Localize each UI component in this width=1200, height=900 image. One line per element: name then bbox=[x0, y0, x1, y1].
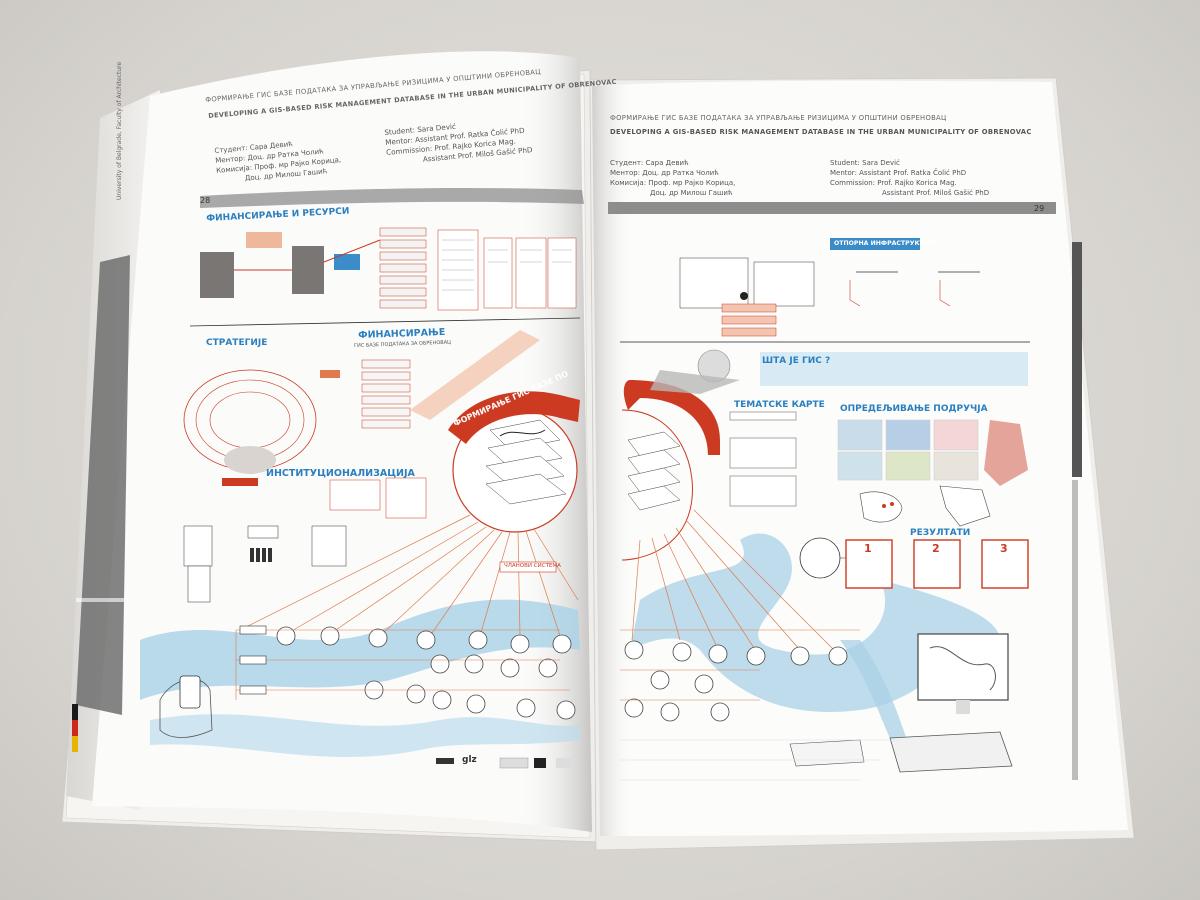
right-page-number: 29 bbox=[1034, 204, 1045, 213]
result-number-3: 3 bbox=[1000, 542, 1008, 555]
right-title-en: DEVELOPING A GIS-BASED RISK MANAGEMENT D… bbox=[610, 128, 1032, 136]
spine-text: University of Belgrade, Faculty of Archi… bbox=[116, 61, 123, 200]
logo-glz: glz bbox=[462, 755, 477, 765]
heading-strategy: СТРАТЕГИЈЕ bbox=[206, 338, 268, 348]
left-page-number: 28 bbox=[200, 196, 211, 205]
heading-what-gis: ШТА ЈЕ ГИС ? bbox=[762, 356, 831, 366]
members-label: ЧЛАНОВИ СИСТЕМА bbox=[504, 563, 561, 569]
heading-institution: ИНСТИТУЦИОНАЛИЗАЦИЈА bbox=[266, 468, 415, 479]
result-number-1: 1 bbox=[864, 542, 872, 555]
heading-infra: ОТПОРНА ИНФРАСТРУКТУРА bbox=[834, 240, 938, 247]
heading-thematic: ТЕМАТСКЕ КАРТЕ bbox=[734, 400, 825, 410]
right-credits-sr: Студент: Сара Девић Ментор: Доц. др Ратк… bbox=[610, 159, 736, 197]
right-credits-en: Student: Sara Dević Mentor: Assistant Pr… bbox=[830, 159, 990, 197]
heading-area: ОПРЕДЕЉИВАЊЕ ПОДРУЧЈА bbox=[840, 404, 988, 414]
result-number-2: 2 bbox=[932, 542, 940, 555]
right-title-sr: ФОРМИРАЊЕ ГИС БАЗЕ ПОДАТАКА ЗА УПРАВЉАЊЕ… bbox=[610, 114, 947, 122]
heading-results: РЕЗУЛТАТИ bbox=[910, 528, 971, 538]
